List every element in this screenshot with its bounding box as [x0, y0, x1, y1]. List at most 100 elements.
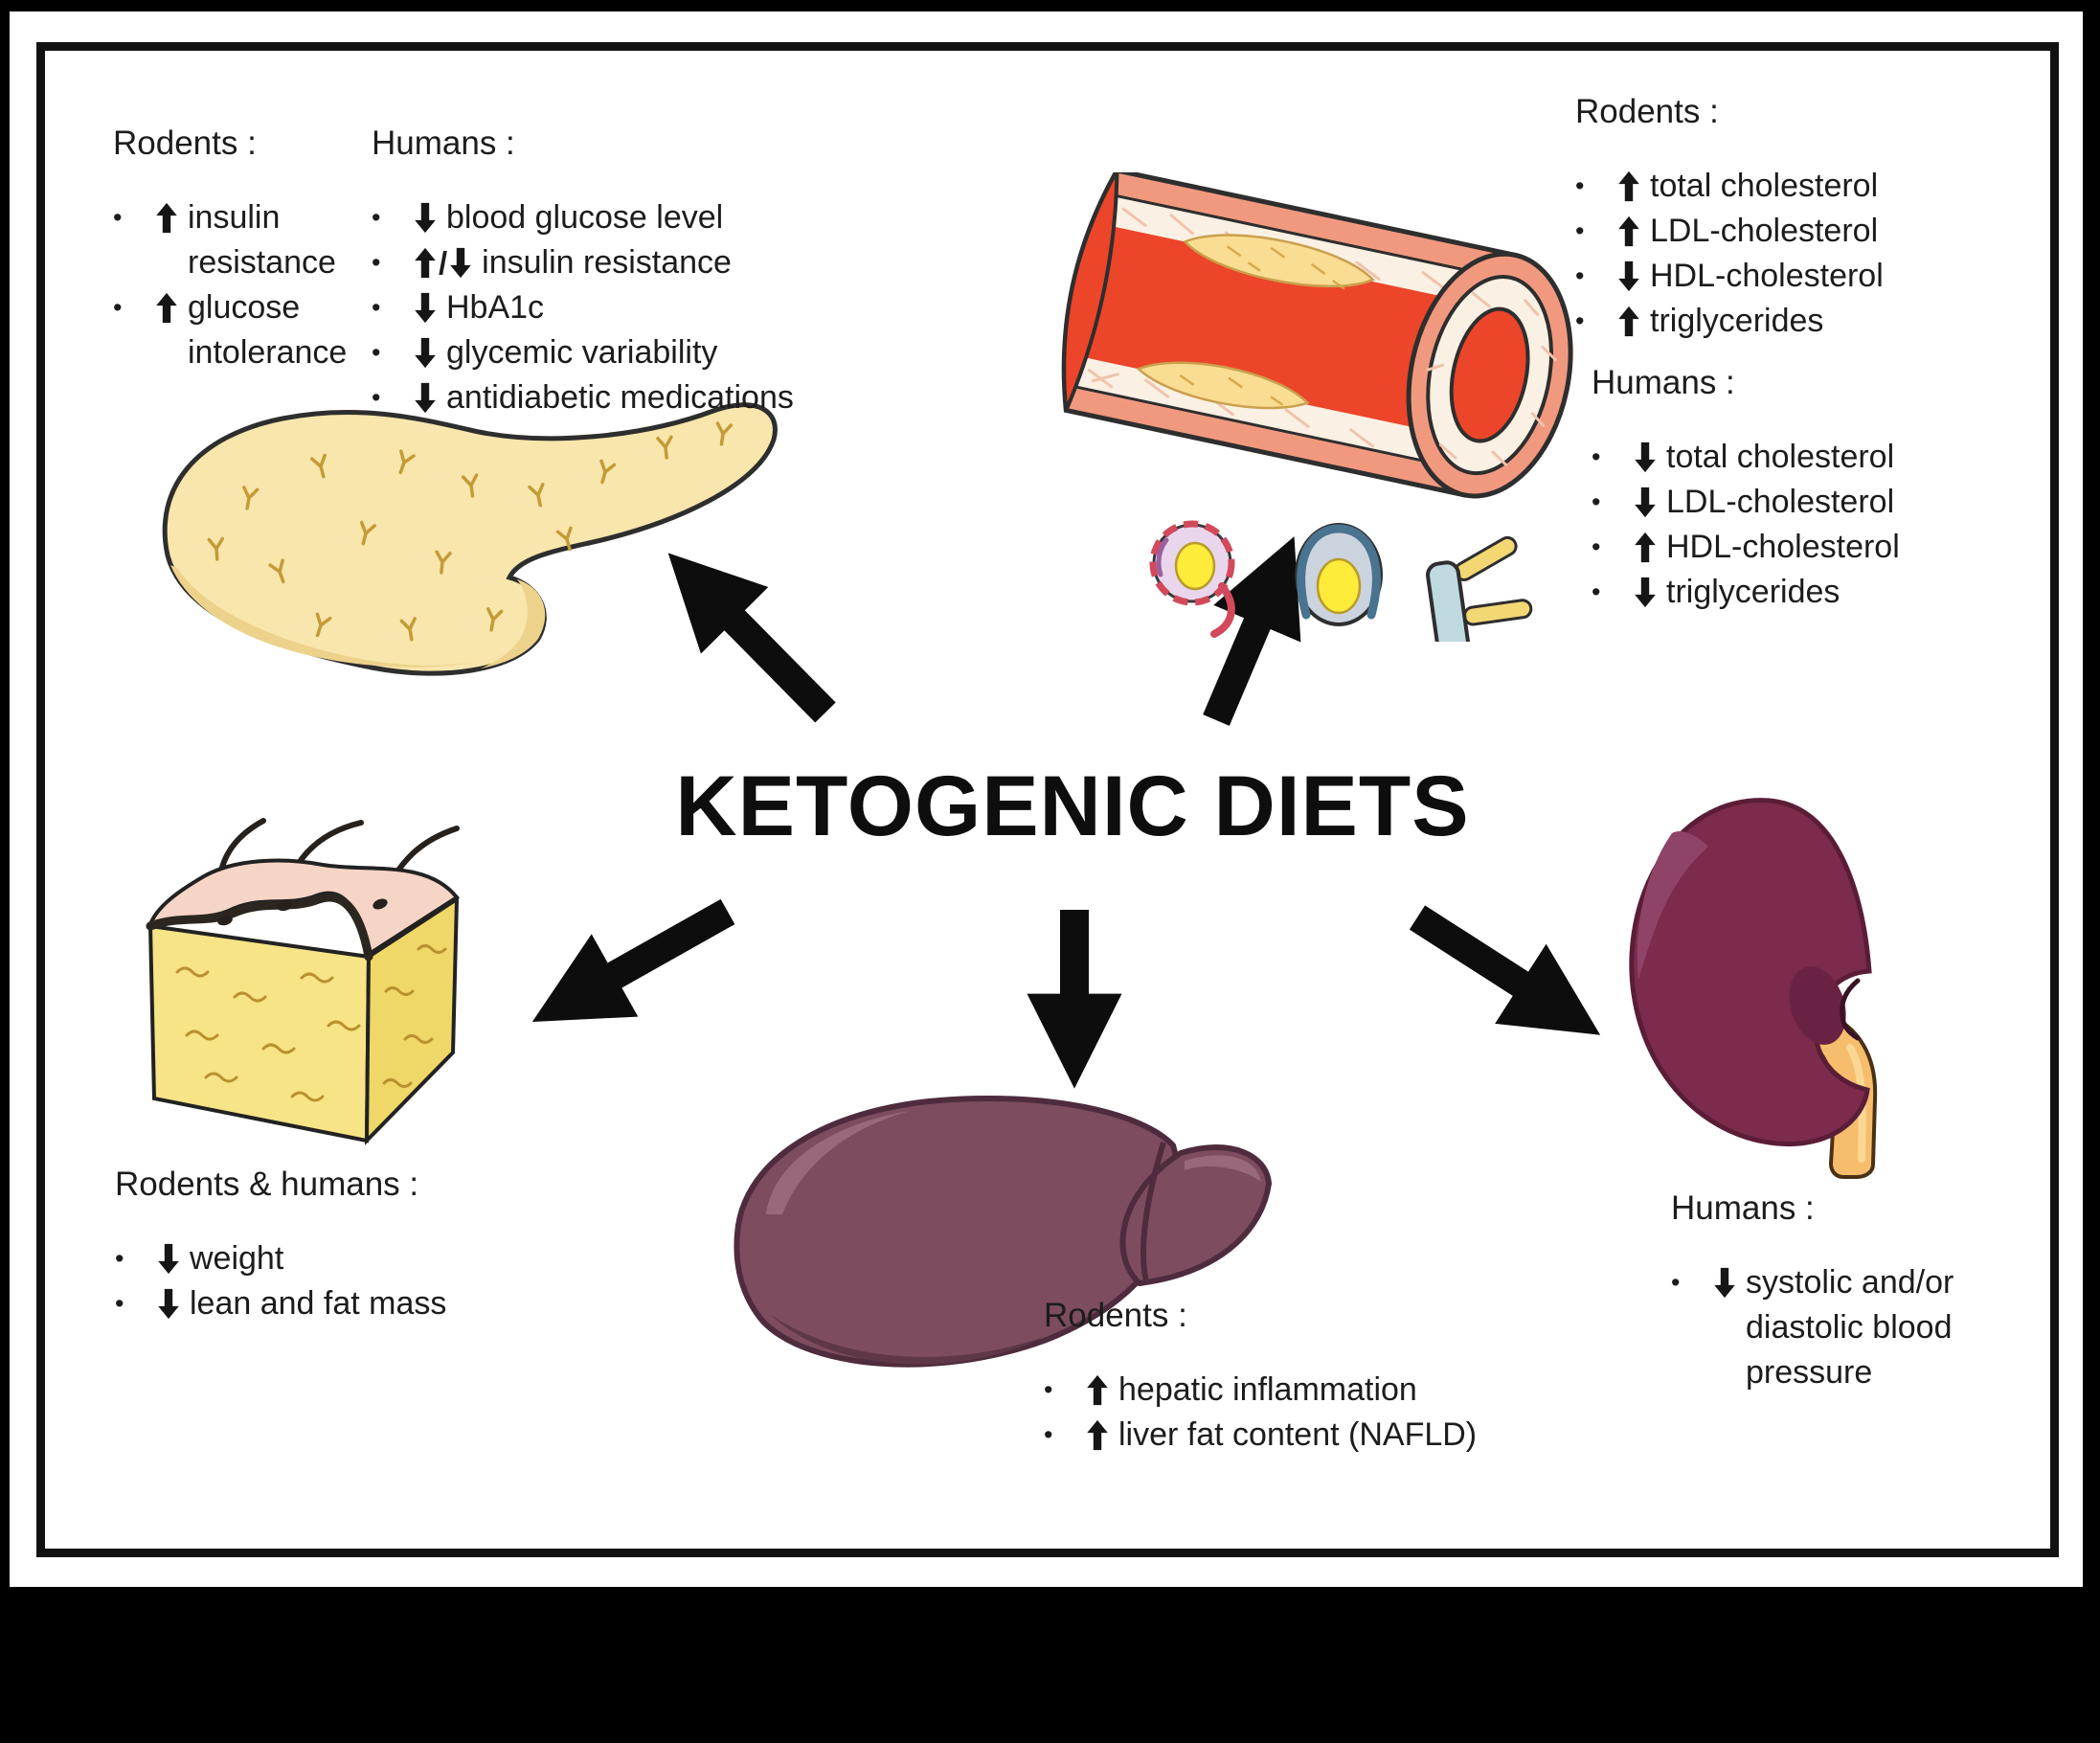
effect-item: • blood glucose level	[372, 195, 841, 240]
up-arrow-icon	[1086, 1374, 1109, 1406]
bullet-dot: •	[1575, 261, 1585, 290]
frame-border	[36, 42, 2059, 1557]
bullet-dot: •	[372, 293, 381, 322]
bullet-dot: •	[372, 203, 381, 232]
effect-text: systolic and/or diastolic blood pressure	[1746, 1264, 1954, 1391]
down-arrow-icon	[1634, 487, 1657, 518]
bullet-dot: •	[1592, 577, 1601, 606]
bullet-dot: •	[1044, 1420, 1053, 1449]
effect-item: • HDL-cholesterol	[1575, 254, 2054, 299]
effect-item: • triglycerides	[1592, 570, 2061, 615]
effect-text: HDL-cholesterol	[1666, 529, 1900, 565]
lipoprotein-red-icon	[1149, 520, 1235, 638]
up-arrow-icon	[1617, 215, 1640, 247]
effect-item: • hepatic inflammation	[1044, 1368, 1590, 1413]
group-heading: Humans :	[372, 124, 515, 162]
effect-text: total cholesterol	[1666, 439, 1895, 475]
effects-list: • hepatic inflammation • liver fat content …	[1044, 1368, 1590, 1458]
effects-list: • total cholesterol • LDL-cholesterol • HDL-c…	[1592, 435, 2061, 615]
effect-text: total cholesterol	[1650, 168, 1879, 204]
effect-item: •insulin resistance	[113, 195, 370, 285]
lipoprotein-blue-icon	[1295, 523, 1383, 626]
down-arrow-icon	[1634, 441, 1657, 473]
effect-item: • liver fat content (NAFLD)	[1044, 1413, 1590, 1458]
down-arrow-icon	[157, 1243, 180, 1275]
effect-item: • weight	[115, 1236, 565, 1281]
group-heading: Rodents & humans :	[115, 1166, 419, 1203]
effect-item: • / insulin resistance	[372, 240, 841, 285]
atherosclerotic-blood-vessel-illustration	[1061, 172, 1573, 642]
effect-text: weight	[190, 1240, 284, 1277]
up-down-arrow-icon: /	[414, 247, 472, 280]
effect-text: insulin resistance	[482, 244, 732, 281]
effect-text: hepatic inflammation	[1118, 1371, 1417, 1408]
effect-item: • systolic and/or diastolic blood pressur…	[1671, 1260, 2018, 1395]
down-arrow-icon	[414, 202, 437, 234]
effect-text: glucose intolerance	[188, 289, 348, 371]
effect-item: • HbA1c	[372, 285, 841, 330]
effect-text: liver fat content (NAFLD)	[1118, 1416, 1478, 1453]
group-heading: Rodents :	[1044, 1297, 1187, 1334]
bullet-dot: •	[1575, 216, 1585, 245]
vessel-humans-group: Humans : •total cholesterol•LDL-choleste…	[1592, 362, 2061, 615]
effect-item: • total cholesterol	[1575, 164, 2054, 209]
kidney-humans-group: Humans : • systolic and/or diastolic bloo…	[1671, 1188, 2018, 1395]
bullet-dot: •	[1044, 1375, 1053, 1404]
bullet-dot: •	[113, 293, 123, 322]
up-arrow-icon	[1086, 1419, 1109, 1451]
down-arrow-icon	[1634, 577, 1657, 608]
liver-illustration	[734, 1095, 1273, 1368]
up-arrow-icon	[1617, 306, 1640, 337]
bullet-dot: •	[113, 203, 123, 232]
effect-item: •triglycerides	[1575, 299, 2054, 344]
bullet-dot: •	[1575, 171, 1585, 200]
group-heading: Rodents :	[113, 124, 257, 162]
effect-text: HDL-cholesterol	[1650, 258, 1884, 294]
effects-list: •insulin resistance•glucose intolerance	[113, 195, 370, 375]
kidney-illustration	[1629, 798, 1878, 1179]
bullet-dot: •	[372, 248, 381, 277]
down-arrow-icon	[1617, 260, 1640, 292]
up-arrow-icon	[1617, 170, 1640, 202]
effects-list: • total cholesterol • LDL-cholesterol • HDL-c…	[1575, 164, 2054, 344]
group-heading: Rodents :	[1575, 93, 1719, 130]
down-arrow-icon	[157, 1288, 180, 1320]
effects-list: • blood glucose level • / insulin resistance…	[372, 195, 841, 420]
diagram-title: KETOGENIC DIETS	[675, 758, 1470, 853]
effects-list: • weight • lean and fat mass	[115, 1236, 565, 1326]
triglyceride-icon	[1426, 535, 1533, 642]
down-arrow-icon	[414, 337, 437, 369]
effect-item: • HDL-cholesterol	[1592, 525, 2061, 570]
pancreas-rodents-group: Rodents : •insulin resistance•glucose in…	[113, 123, 370, 375]
up-arrow-icon	[155, 202, 178, 234]
effect-item: •glycemic variability	[372, 330, 841, 375]
down-arrow-icon	[414, 382, 437, 414]
pancreas-illustration	[162, 402, 778, 676]
bullet-dot: •	[115, 1289, 124, 1318]
bullet-dot: •	[372, 383, 381, 412]
bullet-dot: •	[1671, 1268, 1681, 1297]
effects-list: • systolic and/or diastolic blood pressur…	[1671, 1260, 2018, 1395]
pancreas-humans-group: Humans : • blood glucose level • / insulin r…	[372, 123, 841, 420]
effect-item: • lean and fat mass	[115, 1281, 565, 1326]
adipose-group: Rodents & humans : • weight • lean and fat …	[115, 1164, 565, 1326]
bullet-dot: •	[1592, 532, 1601, 561]
effect-text: LDL-cholesterol	[1666, 484, 1895, 520]
effect-item: • glucose intolerance	[113, 285, 370, 375]
bullet-dot: •	[115, 1244, 124, 1273]
effect-text: lean and fat mass	[190, 1285, 447, 1322]
bullet-dot: •	[1592, 487, 1601, 516]
effect-text: blood glucose level	[446, 199, 724, 236]
effect-text: triglycerides	[1666, 574, 1840, 610]
down-arrow-icon	[1713, 1267, 1736, 1299]
group-heading: Humans :	[1671, 1189, 1815, 1227]
up-arrow-icon	[155, 292, 178, 324]
effect-text: LDL-cholesterol	[1650, 213, 1879, 249]
effect-text: HbA1c	[446, 289, 545, 326]
bullet-dot: •	[1592, 442, 1601, 471]
effect-item: •antidiabetic medications	[372, 375, 841, 420]
effect-item: • LDL-cholesterol	[1575, 209, 2054, 254]
bullet-dot: •	[372, 338, 381, 367]
adipose-tissue-skin-illustration	[146, 818, 460, 1145]
